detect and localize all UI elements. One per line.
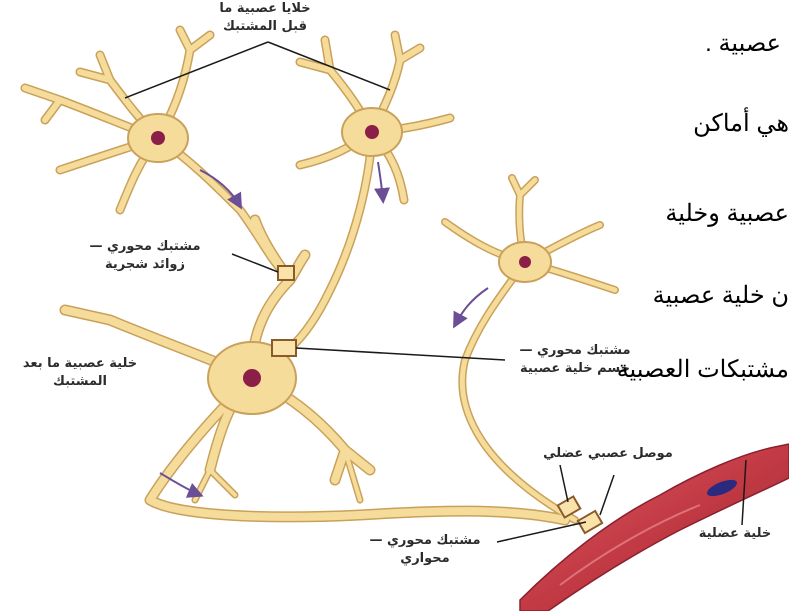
axodendritic-label-line2: زوائد شجرية [60,256,230,274]
axoaxonic-synapse [578,511,602,533]
nucleus [365,125,379,139]
slide-text-line-3: عصبية وخلية [665,200,789,228]
axodendritic-synapse [278,266,294,280]
slide-text-line-4: ن خلية عصبية [653,282,789,310]
neuromuscular-label-text: موصل عصبي عضلي [538,445,678,463]
slide-text-line-2: هي أماكن [693,110,789,138]
axoaxonic-label-line2: محواري [350,550,500,568]
leader-line [296,348,505,360]
axodendritic-label: مشتبك محوري — زوائد شجرية [60,238,230,274]
nucleus [519,256,531,268]
axosomatic-synapse [272,340,296,356]
postsynaptic-label-line2: المشتبك [0,373,160,391]
axodendritic-label-line1: مشتبك محوري — [60,238,230,256]
presynaptic-label: خلايا عصبية ما قبل المشتبك [200,0,330,36]
neuromuscular-label: موصل عصبي عضلي [538,445,678,463]
presynaptic-label-line2: قبل المشتبك [200,18,330,36]
slide-text-line-1: عصبية . [705,30,781,58]
muscle-cell-label: خلية عضلية [685,525,785,543]
presynaptic-label-line1: خلايا عصبية ما [200,0,330,18]
leader-line [560,465,568,502]
slide-text-line-5: مشتبكات العصبية [617,356,789,384]
axoaxonic-label-line1: مشتبك محوري — [350,532,500,550]
postsynaptic-label: خلية عصبية ما بعد المشتبك [0,355,160,391]
signal-arrows [160,162,488,495]
nucleus [243,369,261,387]
postsynaptic-label-line1: خلية عصبية ما بعد [0,355,160,373]
axoaxonic-label: مشتبك محوري — محواري [350,532,500,568]
nucleus [151,131,165,145]
signal-arrow [378,162,383,200]
leader-line [497,522,586,542]
muscle-cell-label-text: خلية عضلية [685,525,785,543]
leader-line [600,475,614,515]
